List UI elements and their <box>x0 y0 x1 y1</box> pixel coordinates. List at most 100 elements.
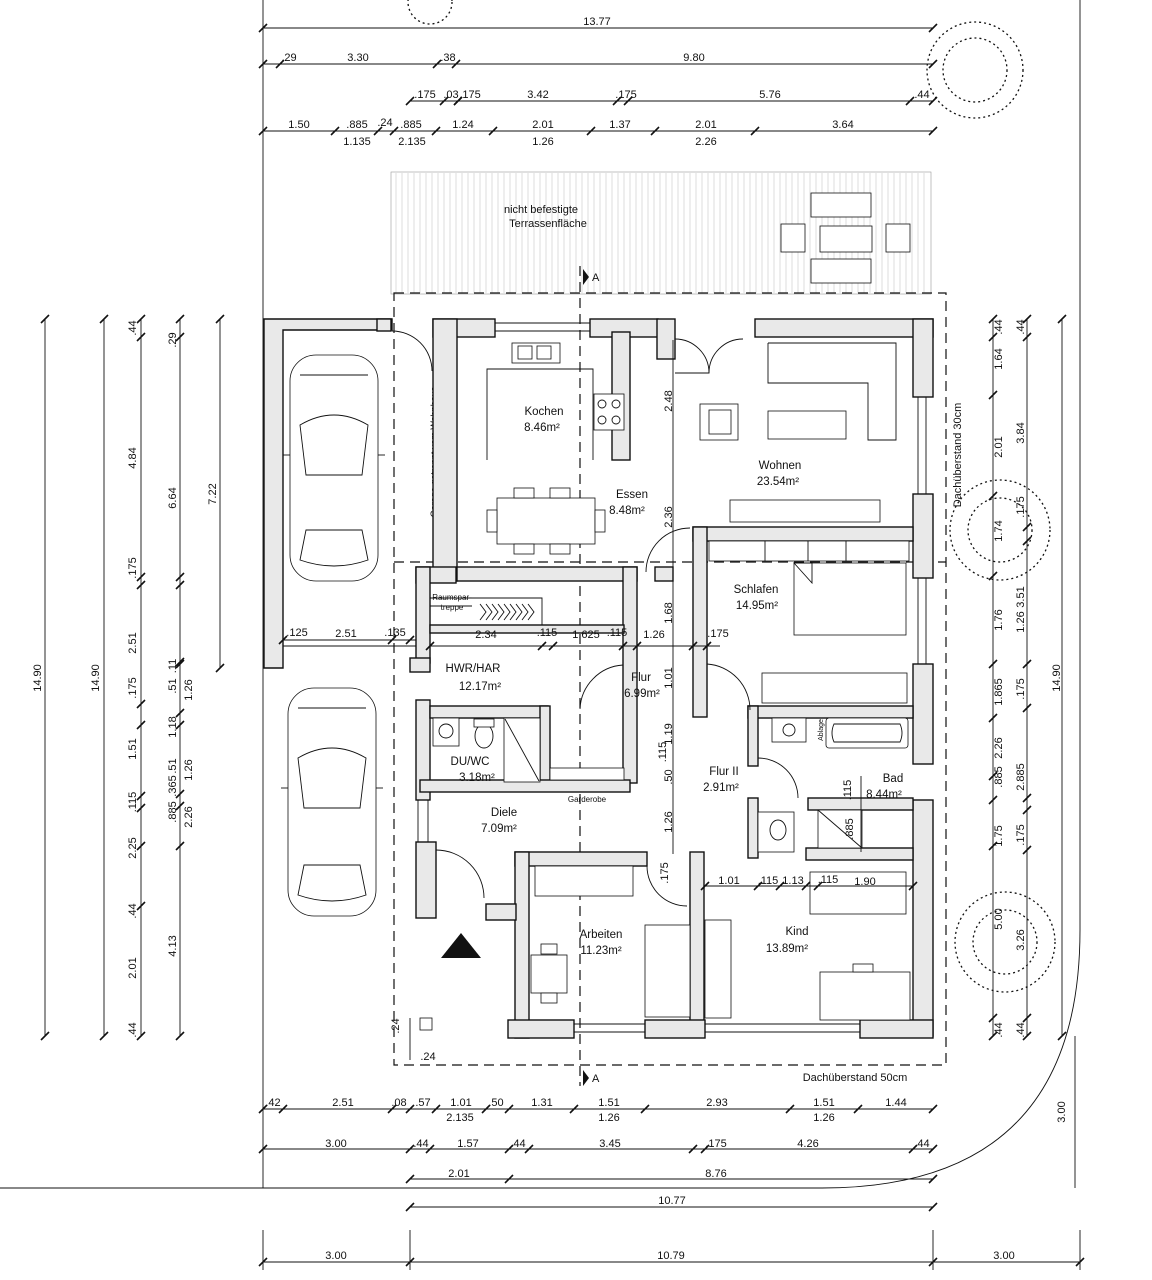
dim-top-r3: 1.50 <box>288 119 309 131</box>
dimension-tick <box>258 23 268 33</box>
dim-inner-v: .24 <box>390 1018 402 1033</box>
dim-bot-r2: 3.45 <box>599 1138 620 1150</box>
dim-top-r3: 2.01 <box>532 119 553 131</box>
dimension-tick <box>258 1104 268 1114</box>
dimension-tick <box>1057 1031 1067 1041</box>
dim-left-col5: 7.22 <box>207 483 219 504</box>
dimension-tick <box>928 1174 938 1184</box>
dim-bot-r1: .50 <box>488 1097 503 1109</box>
dimension-ticks <box>40 23 1085 1267</box>
dimension-tick <box>405 1174 415 1184</box>
room-area-kind: 13.89m² <box>766 943 808 955</box>
room-name-kind: Kind <box>785 926 808 938</box>
dimension-tick <box>928 1144 938 1154</box>
wardrobe-label: Garderobe <box>568 795 607 804</box>
dimension-tick <box>431 1104 441 1114</box>
dimension-tick <box>99 1031 109 1041</box>
dim-left-col3: .175 <box>127 557 139 578</box>
dimension-tick <box>258 59 268 69</box>
dim-bot-r2: .44 <box>510 1138 525 1150</box>
dimension-tick <box>1022 659 1032 669</box>
dimension-tick <box>988 841 998 851</box>
dim-top-r1: 3.30 <box>347 52 368 64</box>
stair-tread <box>503 603 511 621</box>
dimension-tick <box>278 1104 288 1114</box>
dim-inner: 1.13 <box>782 875 803 887</box>
dimension-tick <box>640 1104 650 1114</box>
dimension-tick <box>988 1031 998 1041</box>
stair-label-1: Raumspar- <box>432 593 472 602</box>
room-name-schlafen: Schlafen <box>734 584 779 596</box>
dim-inner-v: 1.01 <box>663 667 675 688</box>
furniture <box>419 342 911 1031</box>
dimension-tick <box>136 841 146 851</box>
dim-right-col1: .44 <box>993 1022 1005 1037</box>
dimension-tick <box>175 801 185 811</box>
stair-tread <box>509 603 517 621</box>
dim-bot-r1b: 1.26 <box>598 1112 619 1124</box>
dimension-tick <box>688 1144 698 1154</box>
dim-right-col4: 3.00 <box>1056 1101 1068 1122</box>
dim-left-col3: .44 <box>127 320 139 335</box>
dimension-tick <box>405 1104 415 1114</box>
dim-bot-r1: 1.01 <box>450 1097 471 1109</box>
tree-icon <box>407 0 1024 119</box>
dimension-tick <box>1022 536 1032 546</box>
dim-left-col3: .115 <box>127 792 139 813</box>
dim-bot-r1: 1.31 <box>531 1097 552 1109</box>
dim-inner: 1.90 <box>854 876 875 888</box>
dim-left-col4b: 1.26 <box>183 679 195 700</box>
dim-right-col2: .44 <box>1015 1022 1027 1037</box>
property-boundary <box>0 0 1081 1189</box>
terrace-label-1: nicht befestigte <box>504 204 578 216</box>
dimension-tick <box>988 713 998 723</box>
section-mark-top: A <box>592 272 600 284</box>
dimension-tick <box>928 1202 938 1212</box>
dim-top-overall: 13.77 <box>583 16 611 28</box>
stair-tread <box>515 603 523 621</box>
dimension-tick <box>988 390 998 400</box>
dimension-tick <box>801 881 811 891</box>
dimension-tick <box>1022 845 1032 855</box>
dim-top-r3: 1.24 <box>452 119 473 131</box>
roof-top-note: Dachüberstand 30cm <box>952 403 964 508</box>
room-name-hwr: HWR/HAR <box>446 663 501 675</box>
dim-inner: .135 <box>384 627 405 639</box>
dim-left-col4: .51 <box>167 758 179 773</box>
dim-bot-r1: 2.51 <box>332 1097 353 1109</box>
shelf-label: Ablage <box>818 719 825 741</box>
room-area-bad: 8.44m² <box>866 789 902 801</box>
dim-inner: .24 <box>420 1051 435 1063</box>
dim-bot-r2: 4.26 <box>797 1138 818 1150</box>
dim-right-col1: 1.865 <box>993 678 1005 706</box>
dimension-tick <box>405 1202 415 1212</box>
dim-right-col2: .175 <box>1015 678 1027 699</box>
dimension-tick <box>175 580 185 590</box>
dimension-tick <box>425 641 435 651</box>
dim-bot-r1b: 1.26 <box>813 1112 834 1124</box>
dimension-tick <box>1075 1257 1085 1267</box>
dimension-tick <box>988 771 998 781</box>
dim-left-col3: 2.51 <box>127 632 139 653</box>
dim-inner: 2.51 <box>335 628 356 640</box>
dimension-tick <box>988 314 998 324</box>
room-name-diele: Diele <box>491 807 517 819</box>
dimension-tick <box>905 96 915 106</box>
dim-bot-r3: 8.76 <box>705 1168 726 1180</box>
dimension-tick <box>988 1013 998 1023</box>
dim-bot-r1: .57 <box>415 1097 430 1109</box>
dimension-tick <box>775 881 785 891</box>
dimension-tick <box>504 1104 514 1114</box>
dimension-tick <box>175 657 185 667</box>
dim-right-col2: 3.84 <box>1015 422 1027 443</box>
stair-tread <box>485 603 493 621</box>
stair-label-2: treppe <box>441 603 464 612</box>
dim-inner-v: 1.19 <box>663 723 675 744</box>
dimension-tick <box>175 708 185 718</box>
dimension-tick <box>586 126 596 136</box>
dim-top-r2: .175 <box>615 89 636 101</box>
dim-right-col2: .175 <box>1015 496 1027 517</box>
dimension-tick <box>1022 522 1032 532</box>
tree-icon <box>949 479 1051 581</box>
dim-top-r3b: 2.135 <box>398 136 426 148</box>
